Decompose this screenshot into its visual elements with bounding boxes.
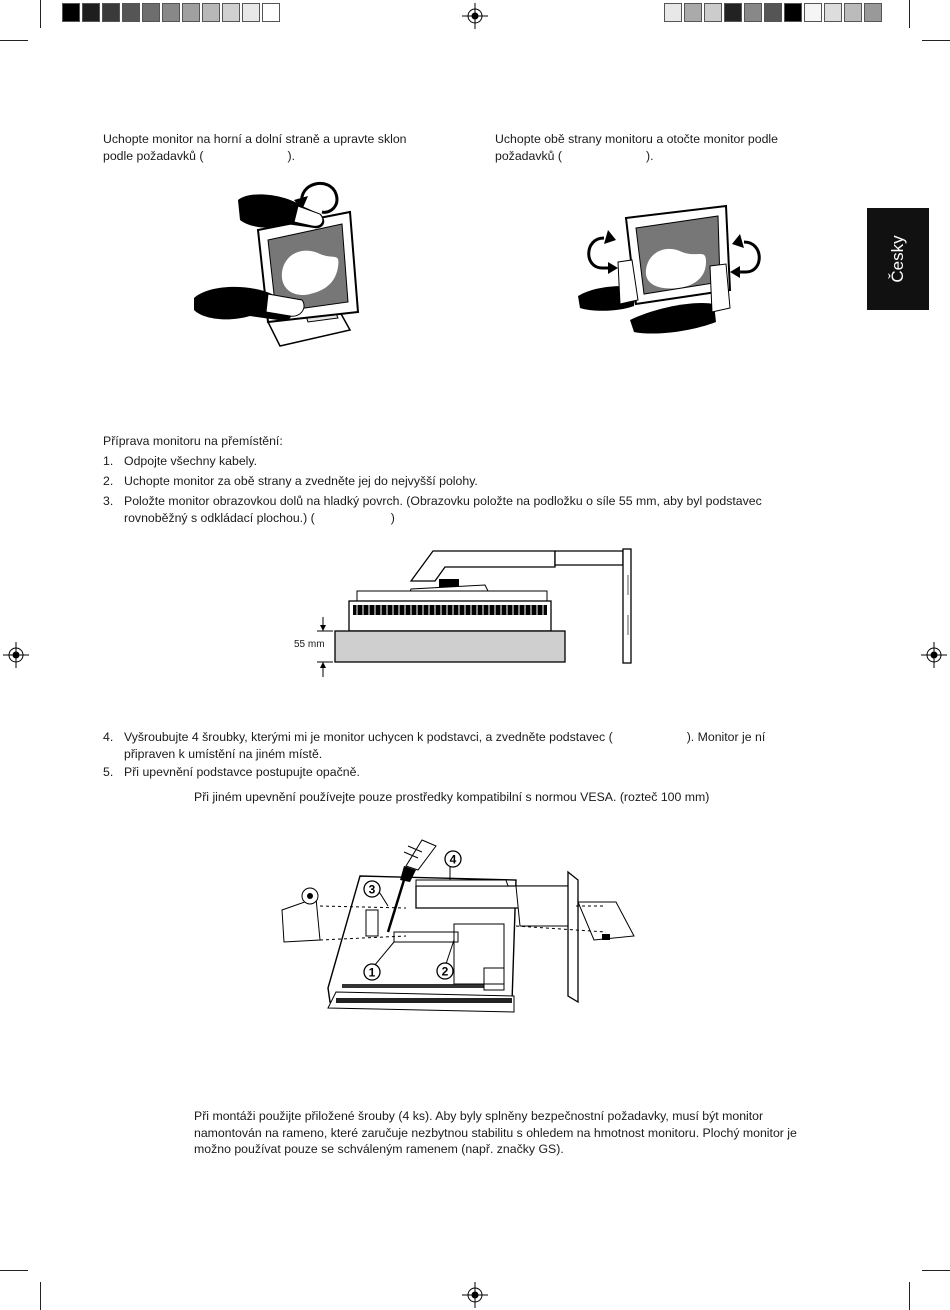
- mounting-paragraph: Při montáži použijte přiložené šrouby (4…: [194, 1109, 797, 1156]
- swivel-illustration: [578, 204, 761, 334]
- registration-mark-right: [921, 642, 947, 668]
- face-down-monitor-diagram: [317, 548, 632, 677]
- callout-2: 2: [442, 965, 449, 979]
- vesa-note: Při jiném upevnění používejte pouze pros…: [194, 790, 710, 804]
- language-tab-label: Česky: [888, 235, 907, 283]
- dimension-label: 55 mm: [294, 639, 325, 650]
- tilt-illustration: [194, 182, 360, 347]
- stand-removal-diagram: 1 2 3 4: [281, 839, 635, 1013]
- list-item-4: 4. Vyšroubujte 4 šroubky, kterými mi je …: [103, 730, 766, 761]
- prep-heading: Příprava monitoru na přemístění:: [103, 434, 283, 448]
- swivel-instruction: Uchopte obě strany monitoru a otočte mon…: [495, 131, 855, 164]
- language-tab: Česky: [867, 208, 929, 310]
- callout-1: 1: [369, 966, 376, 980]
- tilt-instruction-line1: Uchopte monitor na horní a dolní straně …: [103, 132, 407, 146]
- callout-3: 3: [369, 883, 376, 897]
- registration-mark-top: [462, 3, 488, 29]
- registration-mark-left: [3, 642, 29, 668]
- registration-mark-bottom: [462, 1282, 488, 1308]
- list-item-3: 3. Položte monitor obrazovkou dolů na hl…: [103, 494, 762, 525]
- callout-4: 4: [450, 853, 457, 867]
- swivel-instruction-line1: Uchopte obě strany monitoru a otočte mon…: [495, 132, 778, 146]
- tilt-instruction: Uchopte monitor na horní a dolní straně …: [103, 131, 463, 164]
